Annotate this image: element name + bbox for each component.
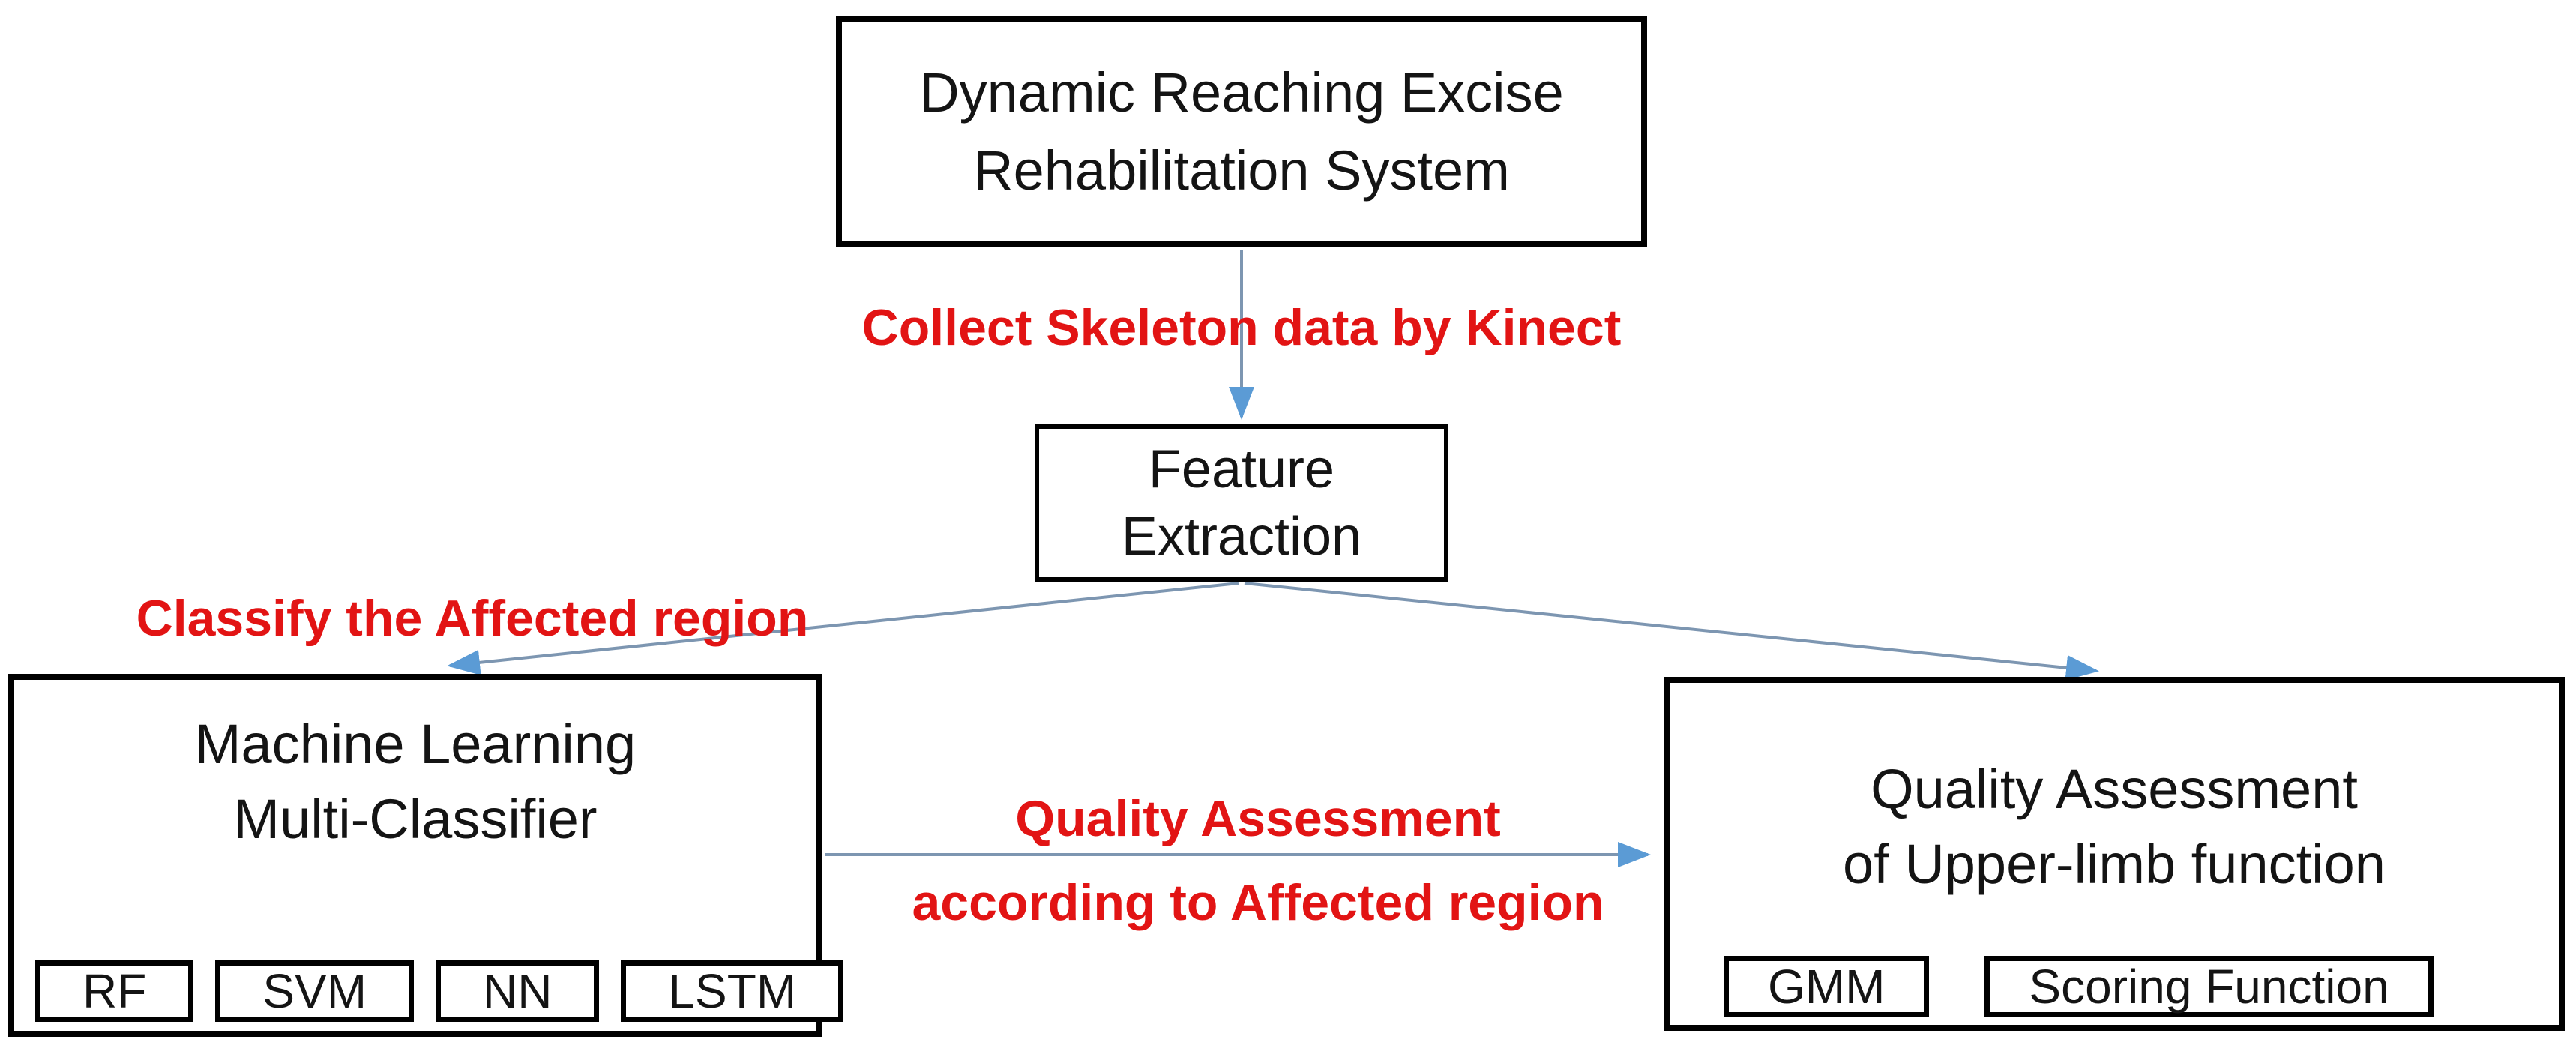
node-rehabilitation-system: Dynamic Reaching Excise Rehabilitation S… bbox=[836, 16, 1647, 247]
feature-label-line2: Extraction bbox=[1121, 507, 1362, 567]
edge-label-classify-region: Classify the Affected region bbox=[136, 590, 809, 647]
system-label-line1: Dynamic Reaching Excise bbox=[919, 61, 1564, 124]
node-machine-learning-multi-classifier: Machine Learning Multi-Classifier RF SVM… bbox=[8, 674, 844, 1037]
method-box-svm: SVM bbox=[215, 960, 414, 1022]
node-quality-assessment: Quality Assessment of Upper-limb functio… bbox=[1664, 677, 2565, 1031]
ml-label-line1: Machine Learning bbox=[194, 713, 637, 775]
edge-label-quality-line2: according to Affected region bbox=[912, 874, 1604, 931]
ml-label: Machine Learning Multi-Classifier bbox=[14, 707, 816, 857]
method-box-nn: NN bbox=[436, 960, 600, 1022]
ml-label-line2: Multi-Classifier bbox=[233, 788, 598, 850]
system-label-line2: Rehabilitation System bbox=[973, 139, 1510, 202]
method-box-gmm: GMM bbox=[1724, 956, 1930, 1017]
arrow-feature-to-ml bbox=[447, 582, 1239, 675]
qa-label: Quality Assessment of Upper-limb functio… bbox=[1670, 752, 2559, 902]
qa-label-line2: of Upper-limb function bbox=[1843, 833, 2386, 895]
arrow-feature-to-qa bbox=[1244, 582, 2099, 681]
ml-methods-row: RF SVM NN LSTM bbox=[35, 960, 844, 1022]
method-box-scoring-function: Scoring Function bbox=[1984, 956, 2434, 1017]
feature-label-line1: Feature bbox=[1148, 439, 1335, 499]
method-box-lstm: LSTM bbox=[621, 960, 844, 1022]
node-feature-extraction: Feature Extraction bbox=[1035, 424, 1448, 582]
edge-label-collect-skeleton: Collect Skeleton data by Kinect bbox=[861, 299, 1622, 356]
method-box-rf: RF bbox=[35, 960, 194, 1022]
qa-label-line1: Quality Assessment bbox=[1871, 758, 2358, 820]
edge-label-quality-line1: Quality Assessment bbox=[1015, 790, 1501, 847]
qa-methods-row: GMM Scoring Function bbox=[1724, 956, 2434, 1017]
edge-label-quality-assessment: Quality Assessment according to Affected… bbox=[846, 777, 1670, 945]
